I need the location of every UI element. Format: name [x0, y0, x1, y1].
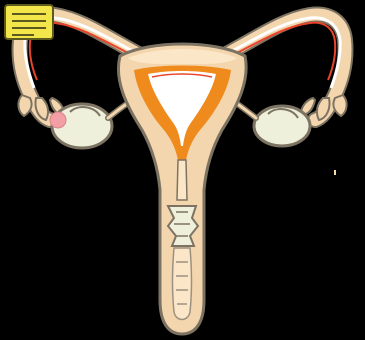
cervical-canal — [177, 160, 187, 200]
vaginal-canal — [173, 248, 192, 320]
notes-icon[interactable] — [4, 4, 54, 40]
stray-mark — [334, 170, 336, 175]
right-ovary — [254, 106, 310, 146]
left-ovary-follicle — [50, 112, 66, 128]
